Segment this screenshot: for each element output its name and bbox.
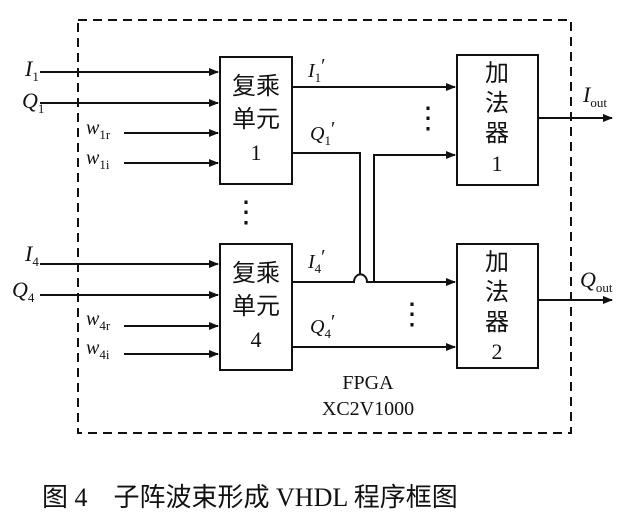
mult1-line1: 复乘 [232,73,280,100]
adder-2 [456,243,539,369]
ellipsis-adder1-inputs: ⋮ [413,102,443,135]
label-q-out: Qout [580,267,613,295]
adder1-num: 1 [492,151,503,176]
mult4-line2: 单元 [232,293,280,320]
adder2-c2: 法 [485,279,509,306]
mult-unit-1 [219,56,293,185]
mult4-line1: 复乘 [232,260,280,287]
ellipsis-adder2-inputs: ⋮ [397,298,427,331]
adder2-c3: 器 [485,310,509,336]
adder2-c1: 加 [485,249,509,276]
adder1-c3: 器 [485,121,509,147]
label-i-out: Iout [582,82,607,110]
fpga-part: XC2V1000 [322,398,414,420]
adder1-c1: 加 [485,60,509,87]
crossover-gap [355,274,366,290]
label-w4i: w4i [86,337,110,362]
mult-unit-4 [219,243,293,371]
figure-title: 子阵波束形成 VHDL 程序框图 [114,483,458,512]
label-q1: Q1 [22,88,44,116]
label-i4-prime: I4′ [307,246,326,276]
wire-q1p [292,152,456,286]
fpga-label: FPGA [342,372,394,394]
ellipsis-between-mults: ⋮ [231,196,261,229]
adder1-c2: 法 [485,90,509,117]
adder-1 [456,54,539,186]
crossover-hop [353,273,368,283]
label-w1i: w1i [86,147,110,172]
label-i4: I4 [24,241,39,269]
mult1-num: 1 [251,140,262,165]
figure-number: 图 4 [42,483,88,512]
label-q4-prime: Q4′ [310,311,335,341]
label-w4r: w4r [86,308,111,333]
label-i1-prime: I1′ [307,55,326,85]
label-q1-prime: Q1′ [310,118,335,148]
label-q4: Q4 [12,277,35,305]
mult1-line2: 单元 [232,106,280,133]
label-w1r: w1r [86,117,111,142]
mult4-num: 4 [251,327,262,352]
fpga-boundary [77,19,572,434]
figure-caption: 图 4 子阵波束形成 VHDL 程序框图 [42,483,458,512]
label-i1: I1 [24,56,39,84]
adder2-num: 2 [492,339,503,364]
